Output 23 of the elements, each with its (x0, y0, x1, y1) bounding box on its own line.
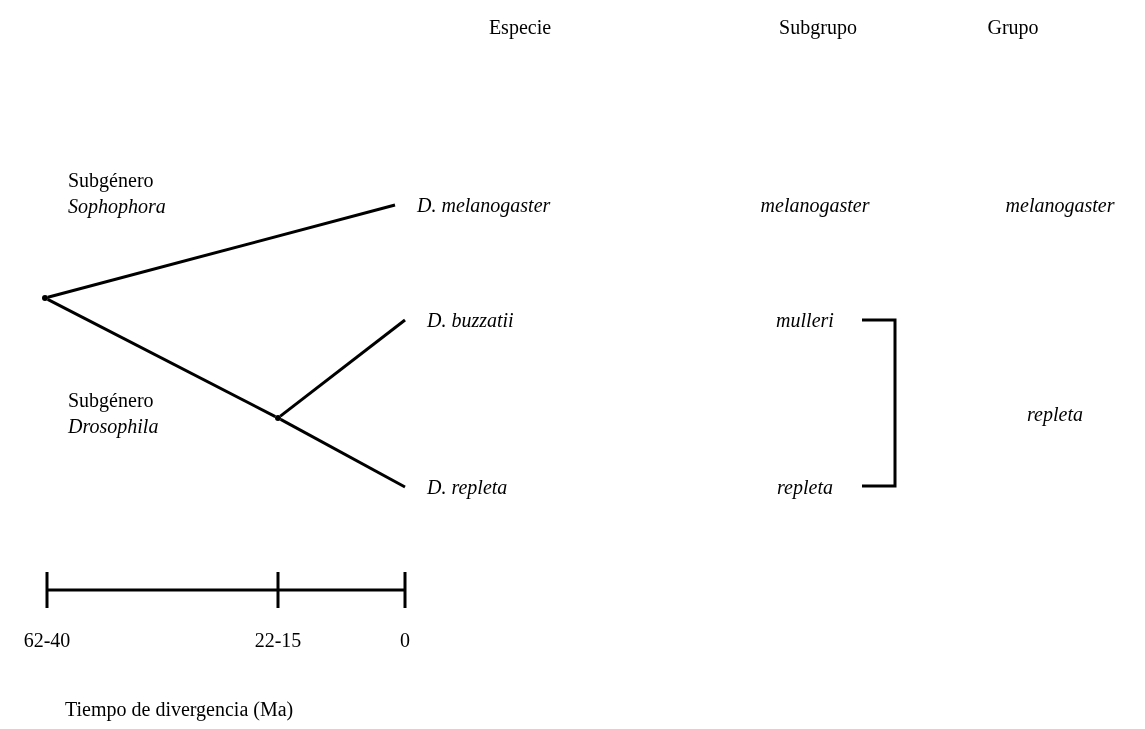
column-header: Grupo (987, 15, 1039, 40)
tree-branch (279, 418, 406, 489)
group-name: repleta (1027, 402, 1083, 427)
subgroup-name: melanogaster (760, 193, 870, 218)
branch-point (42, 295, 48, 301)
tick-label: 62-40 (23, 628, 71, 653)
subgroup-name: mulleri (776, 308, 834, 333)
column-header: Especie (488, 15, 552, 40)
axis-title: Tiempo de divergencia (Ma) (65, 697, 294, 722)
species-name: D. melanogaster (417, 195, 551, 215)
group-name: melanogaster (1005, 193, 1115, 218)
column-header: Subgrupo (779, 15, 857, 40)
species-name: D. repleta (427, 477, 508, 497)
branch-point (275, 415, 281, 421)
tree-branch (46, 298, 277, 418)
species-name: D. buzzatii (427, 310, 514, 330)
tick-label: 0 (400, 628, 410, 653)
subgenus-label: Subgénero Drosophila (68, 388, 160, 439)
tree-branch (279, 318, 406, 418)
subgroup-name: repleta (777, 475, 833, 500)
tree-branch (47, 203, 396, 299)
subgenus-label: Subgénero Sophophora (68, 168, 167, 219)
tick-label: 22-15 (254, 628, 302, 653)
